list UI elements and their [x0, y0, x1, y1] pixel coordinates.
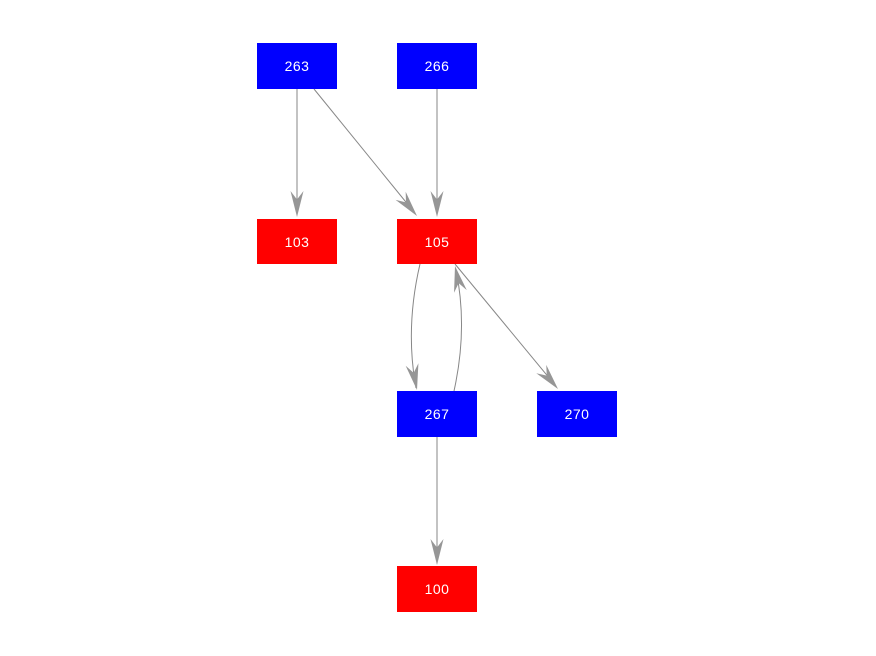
edge-105-270: [454, 263, 556, 386]
node-103[interactable]: 103: [257, 219, 337, 264]
node-100[interactable]: 100: [397, 566, 477, 612]
arrowhead-263-103: [290, 191, 304, 217]
arrowhead-105-270: [536, 364, 558, 389]
node-label: 270: [564, 406, 590, 422]
arrowhead-105-267: [405, 363, 419, 390]
node-label: 103: [284, 233, 310, 250]
arrowhead-267-105: [454, 266, 467, 293]
node-267[interactable]: 267: [397, 391, 477, 437]
node-270[interactable]: 270: [537, 391, 617, 437]
edge-263-105: [313, 88, 415, 213]
node-263[interactable]: 263: [257, 43, 337, 89]
node-266[interactable]: 266: [397, 43, 477, 89]
arrowhead-267-100: [430, 539, 444, 565]
arrowhead-263-105: [395, 191, 417, 216]
node-label: 100: [424, 581, 450, 597]
node-label: 263: [284, 58, 310, 74]
node-label: 266: [424, 58, 450, 74]
arrowhead-266-105: [430, 191, 444, 217]
node-105[interactable]: 105: [397, 219, 477, 264]
node-label: 267: [424, 406, 450, 422]
node-label: 105: [424, 233, 450, 250]
